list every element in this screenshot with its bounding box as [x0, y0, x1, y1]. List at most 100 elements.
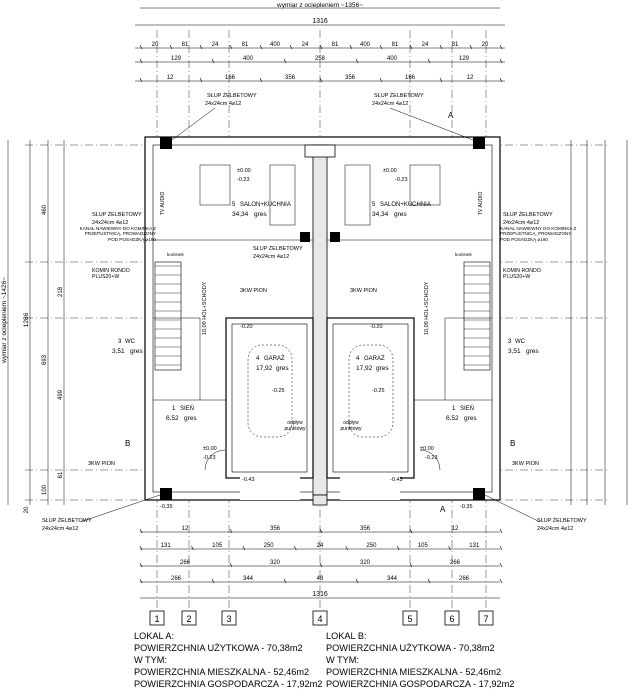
slup-dim: 24x24cm 4⌀12	[205, 101, 241, 107]
axis-box	[181, 610, 197, 626]
dim-tick	[139, 58, 143, 64]
room-name: SIEŃ	[460, 405, 474, 412]
dim-value: 356	[360, 526, 371, 532]
room-floor: gres	[464, 415, 477, 422]
axis-number: 1	[154, 614, 159, 624]
dim-tick	[283, 58, 287, 64]
legend-lokal-b: LOKAL B: POWIERZCHNIA UŻYTKOWA - 70,38m2…	[326, 630, 514, 690]
room-area: 34,34	[372, 211, 389, 218]
tv-right: TV AUDIO	[478, 192, 484, 215]
dim-value: 166	[405, 75, 416, 81]
dim-tick	[259, 44, 263, 50]
komin-left: KOMIN RONDO PLUS20+W	[92, 268, 130, 281]
dim-value: 24	[422, 42, 429, 48]
dim-value: 400	[243, 56, 254, 62]
dim-value: 81	[242, 42, 249, 48]
dim-tick	[199, 77, 203, 83]
dim-value: 250	[264, 543, 275, 549]
dim-tick	[319, 528, 323, 534]
dim-tick	[139, 578, 143, 584]
dim-tick	[211, 58, 215, 64]
dim-tick	[499, 578, 503, 584]
level-zero: ±0.00	[203, 446, 217, 452]
dim-value: 266	[450, 560, 461, 566]
hol-left: 10,09 HOL+SCHODY	[202, 281, 208, 335]
legend-line: POWIERZCHNIA MIESZKALNA - 52,46m2	[326, 667, 502, 677]
legend-line: POWIERZCHNIA MIESZKALNA - 52,46m2	[134, 667, 310, 677]
room-area: 3,51	[508, 348, 521, 355]
dim-tick	[139, 545, 143, 551]
left-dim-693: 693	[42, 354, 48, 365]
level-025: -0.25	[272, 388, 285, 394]
dim-tick	[499, 58, 503, 64]
kanal-note-right: KANAŁ NAWIEWNY DO KOMINKA Z PRZEPUSTNICĄ…	[500, 226, 577, 242]
dim-tick	[139, 77, 143, 83]
room-floor: gres	[526, 348, 539, 355]
dim-tick	[229, 562, 233, 568]
level-zero: ±0.00	[420, 446, 434, 452]
kominek-right: kominek	[455, 252, 473, 257]
room-floor: gres	[184, 415, 197, 422]
slup-label: SŁUP ŻELBETOWY	[42, 517, 92, 524]
kominek-left: kominek	[167, 252, 185, 257]
level-035: -0.35	[460, 504, 473, 510]
legend-line: W TYM:	[134, 655, 168, 665]
axis-box	[478, 610, 494, 626]
room-floor: gres	[276, 365, 289, 372]
legend-line: W TYM:	[326, 655, 360, 665]
room-name: WC	[515, 339, 526, 345]
dim-tick	[396, 545, 400, 551]
dim-tick	[379, 77, 383, 83]
room-floor: gres	[376, 365, 389, 372]
dim-tick	[355, 578, 359, 584]
top-overall: 1316	[312, 18, 328, 25]
odplyw-left: odpływ punktowy	[284, 420, 306, 432]
left-dim-460: 460	[42, 204, 48, 215]
dim-value: 12	[167, 75, 174, 81]
dim-value: 24	[317, 543, 324, 549]
dim-tick	[409, 44, 413, 50]
dim-value: 400	[270, 42, 281, 48]
dim-tick	[289, 44, 293, 50]
dim-tick	[409, 562, 413, 568]
dim-tick	[139, 528, 143, 534]
dim-value: 250	[366, 543, 377, 549]
legend-line: POWIERZCHNIA UŻYTKOWA - 70,38m2	[134, 643, 303, 653]
room-number: 1	[452, 406, 456, 412]
dim-tick	[294, 545, 297, 551]
dim-tick	[448, 545, 451, 551]
room-number: 5	[372, 202, 376, 208]
dim-tick	[319, 562, 323, 568]
slup-label: SŁUP ŻELBETOWY	[537, 517, 587, 524]
level-020: -0.20	[370, 324, 383, 330]
dim-value: 12	[467, 75, 474, 81]
axis-number: 7	[483, 614, 488, 624]
left-dim-100: 100	[42, 484, 48, 495]
dim-value: 12	[452, 526, 459, 532]
dim-tick	[439, 44, 443, 50]
annotations: SŁUP ŻELBETOWY 24x24cm 4⌀12 SŁUP ŻELBETO…	[42, 92, 587, 532]
dim-tick	[349, 44, 353, 50]
dim-tick	[499, 77, 503, 83]
dim-tick	[499, 545, 503, 551]
slup-label: SŁUP ŻELBETOWY	[92, 211, 142, 218]
dim-tick	[211, 578, 215, 584]
dim-value: 131	[469, 543, 480, 549]
room-area: 6,52	[166, 415, 179, 422]
dim-value: 48	[317, 576, 324, 582]
dim-tick	[499, 44, 503, 50]
dim-value: 81	[332, 42, 339, 48]
legend-line: POWIERZCHNIA GOSPODARCZA - 17,92m2	[326, 679, 515, 689]
room-labels: 5 SALON+KUCHNIA 34,34 gres 5 SALON+KUCHN…	[112, 202, 539, 422]
dim-tick	[379, 44, 383, 50]
axis-box	[149, 610, 165, 626]
dim-tick	[242, 545, 246, 551]
legend-title: LOKAL A:	[134, 631, 175, 641]
room-number: 3	[118, 339, 122, 345]
dim-value: 24	[212, 42, 219, 48]
level-023: -0.23	[395, 177, 408, 183]
slup-dim: 24x24cm 4⌀12	[253, 254, 289, 260]
dim-tick	[283, 578, 287, 584]
dim-tick	[229, 528, 233, 534]
room-number: 4	[356, 356, 360, 362]
